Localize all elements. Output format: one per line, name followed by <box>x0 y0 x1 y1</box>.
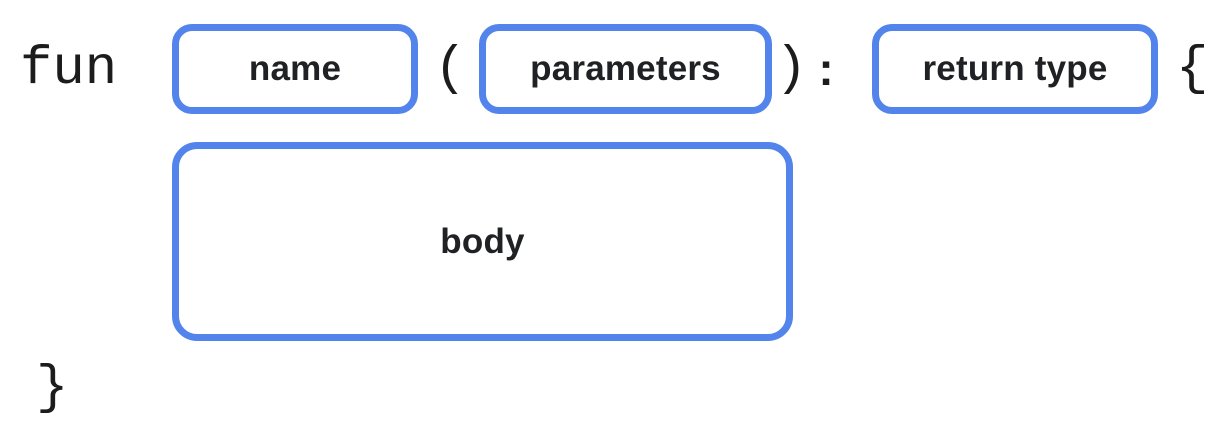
colon-token: : <box>818 43 834 95</box>
name-slot: name <box>172 24 418 114</box>
body-slot-label: body <box>440 221 525 261</box>
fun-keyword: fun <box>20 38 118 100</box>
close-brace-token: } <box>36 357 69 419</box>
open-brace-token: { <box>1176 38 1209 100</box>
return-type-slot-label: return type <box>922 49 1108 88</box>
close-paren-token: ) <box>775 38 808 100</box>
open-paren-token: ( <box>434 38 467 100</box>
body-slot: body <box>172 142 793 341</box>
return-type-slot: return type <box>872 24 1158 114</box>
parameters-slot-label: parameters <box>530 49 721 88</box>
name-slot-label: name <box>248 49 342 88</box>
parameters-slot: parameters <box>479 24 772 114</box>
